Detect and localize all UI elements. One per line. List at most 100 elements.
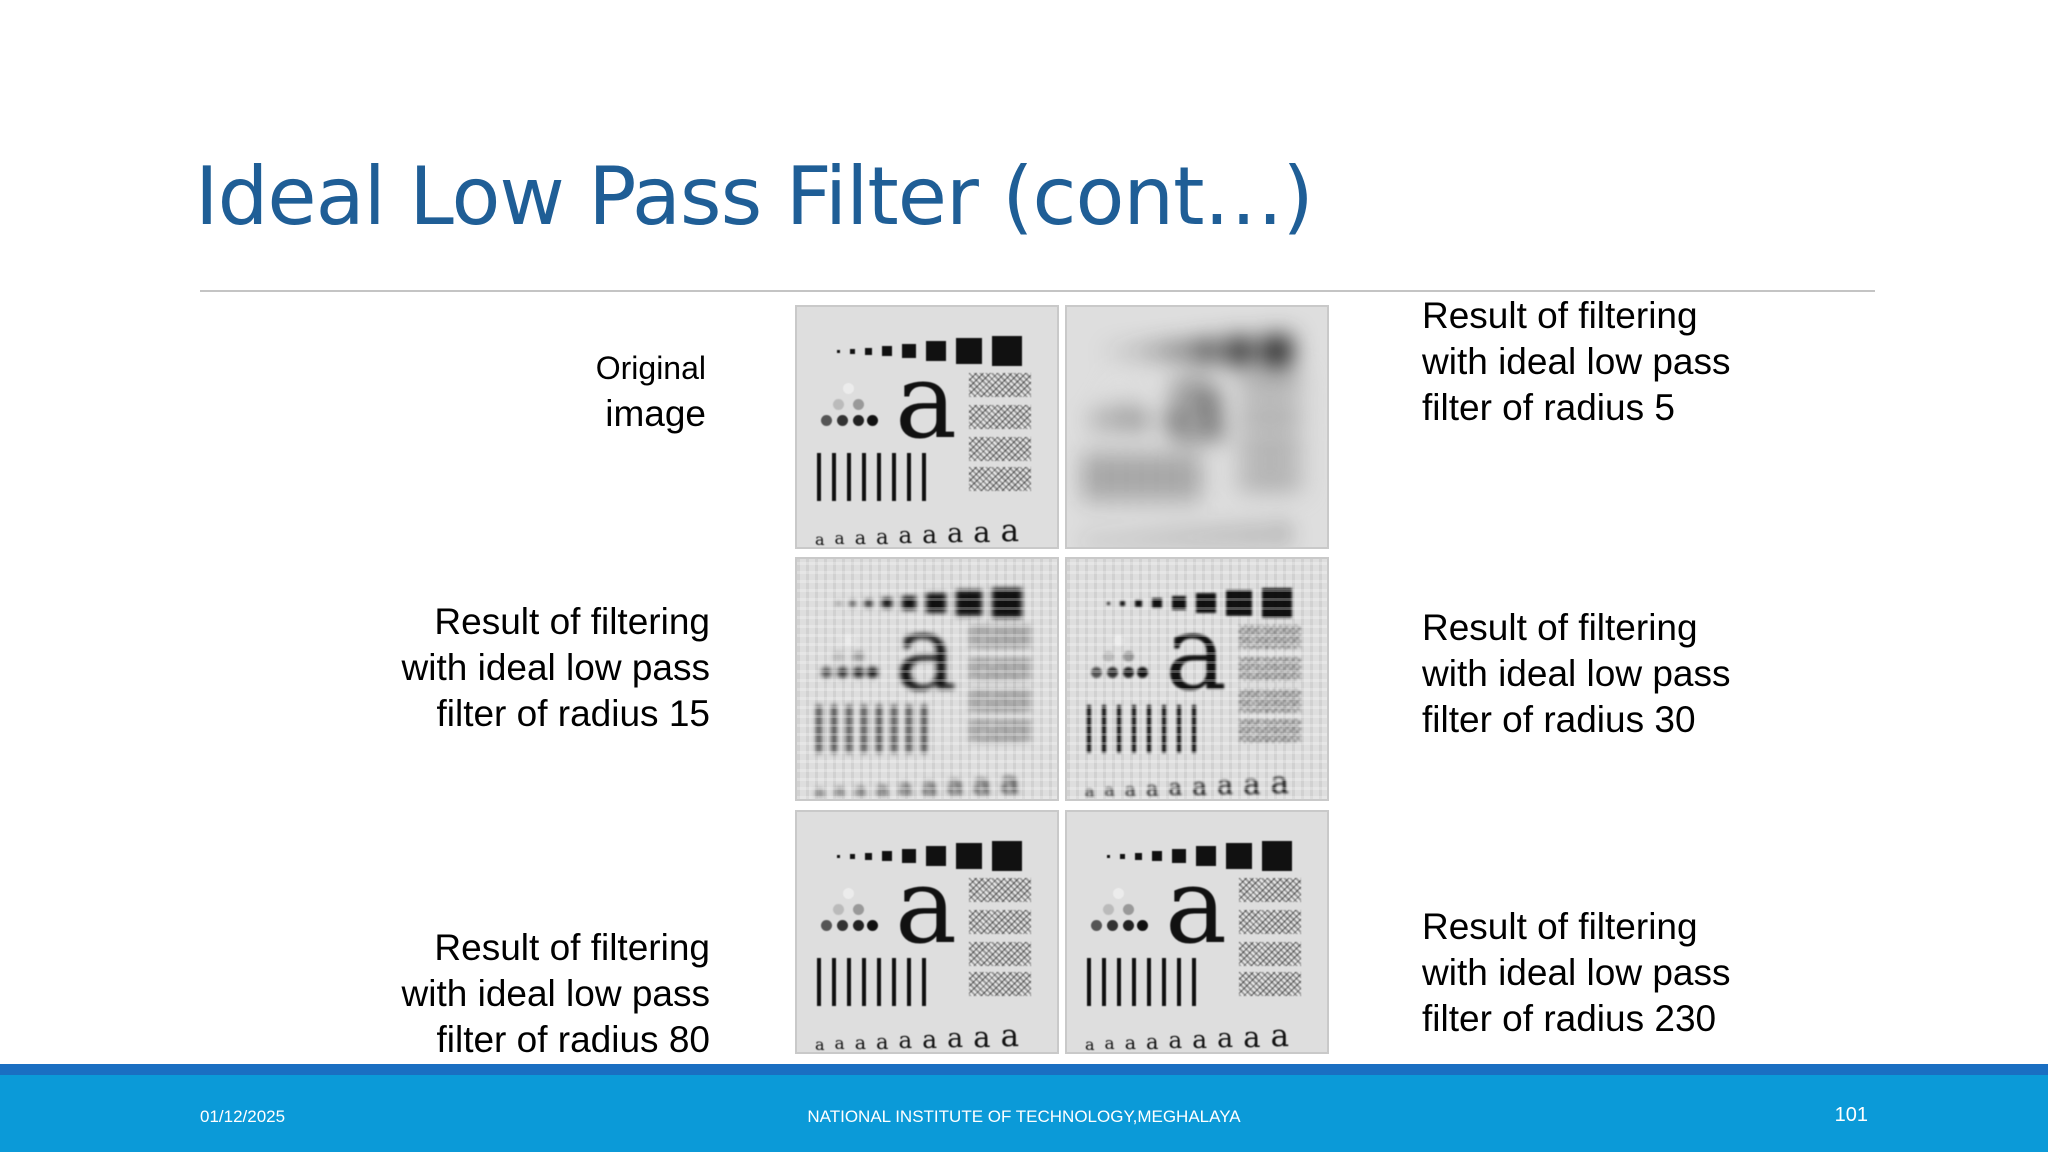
test-small-letter: a xyxy=(1168,775,1187,801)
test-small-letter: a xyxy=(922,1025,942,1054)
test-square xyxy=(1226,338,1252,364)
test-square xyxy=(992,588,1022,618)
test-noise-block xyxy=(1239,657,1301,681)
test-noise-block xyxy=(1239,972,1301,996)
test-square xyxy=(1226,843,1252,869)
test-square xyxy=(1196,593,1216,613)
test-dot xyxy=(853,667,864,678)
test-small-letter: a xyxy=(898,1028,917,1054)
test-small-letter: a xyxy=(922,520,942,549)
slide-title: Ideal Low Pass Filter (cont…) xyxy=(195,150,1314,243)
test-square xyxy=(865,347,872,355)
test-small-letter: a xyxy=(876,777,893,801)
test-noise-block xyxy=(1239,878,1301,902)
test-dot xyxy=(821,415,832,426)
test-small-letter: a xyxy=(1104,781,1119,801)
test-small-letter: a xyxy=(922,772,942,801)
test-square xyxy=(956,843,982,869)
test-dot xyxy=(1137,667,1148,678)
test-small-letter: a xyxy=(973,767,995,801)
test-small-letter: a xyxy=(1243,1020,1265,1054)
test-square xyxy=(956,590,982,616)
test-square xyxy=(1135,852,1142,860)
test-dot xyxy=(837,667,848,678)
test-dot xyxy=(1091,667,1102,678)
test-noise-block xyxy=(969,405,1031,429)
test-bars xyxy=(817,453,933,501)
test-small-letter: a xyxy=(1085,782,1099,801)
test-square xyxy=(1196,341,1216,361)
test-dot xyxy=(821,920,832,931)
test-small-letter: a xyxy=(947,518,968,549)
test-dot xyxy=(1103,904,1114,915)
test-small-letter: a xyxy=(1000,1018,1024,1054)
test-square xyxy=(926,341,946,361)
test-small-letter: a xyxy=(876,1030,893,1054)
test-noise-block xyxy=(969,373,1031,397)
test-small-letter: a xyxy=(1000,513,1024,549)
test-small-letter: a xyxy=(1124,779,1141,801)
test-small-letter: a xyxy=(947,770,968,801)
test-dot xyxy=(1123,667,1134,678)
test-dot xyxy=(1103,651,1114,662)
test-dot xyxy=(853,920,864,931)
test-small-letter: a xyxy=(973,1020,995,1054)
test-dot xyxy=(867,667,878,678)
test-square xyxy=(850,348,855,354)
test-noise-block xyxy=(1239,437,1301,461)
test-square xyxy=(850,853,855,859)
test-small-letter: a xyxy=(1168,1028,1187,1054)
test-big-letter: a xyxy=(1165,845,1228,967)
test-small-letter: a xyxy=(1146,1030,1163,1054)
test-big-letter: a xyxy=(895,845,958,967)
test-small-letter: a xyxy=(1146,525,1163,549)
test-small-letter: a xyxy=(1124,527,1141,549)
test-dot xyxy=(853,651,864,662)
test-big-letter: a xyxy=(1165,340,1228,462)
test-small-letter: a xyxy=(898,523,917,549)
test-noise-block xyxy=(1239,910,1301,934)
test-small-letter: a xyxy=(1104,529,1119,549)
test-dot xyxy=(1123,399,1134,410)
test-small-letter: a xyxy=(1192,520,1212,549)
test-square xyxy=(992,841,1022,871)
test-noise-block xyxy=(969,689,1031,713)
test-dot xyxy=(1091,415,1102,426)
test-noise-block xyxy=(1239,942,1301,966)
test-small-letter: a xyxy=(898,775,917,801)
test-square xyxy=(1262,336,1292,366)
test-dot xyxy=(853,904,864,915)
test-dot xyxy=(833,651,844,662)
test-square xyxy=(1120,853,1125,859)
label-radius-5: Result of filtering with ideal low pass … xyxy=(1422,295,1731,428)
test-small-letter: a xyxy=(1104,1034,1119,1054)
test-square xyxy=(837,349,840,353)
test-dot xyxy=(853,415,864,426)
test-square xyxy=(902,849,916,863)
label-radius-230: Result of filtering with ideal low pass … xyxy=(1422,906,1731,1039)
test-square xyxy=(1120,348,1125,354)
test-small-letter: a xyxy=(815,530,829,549)
test-small-letter: a xyxy=(1085,530,1099,549)
test-square xyxy=(1120,600,1125,606)
title-divider xyxy=(200,290,1875,292)
test-dot xyxy=(1107,667,1118,678)
test-dot xyxy=(843,383,854,394)
test-dot xyxy=(1107,415,1118,426)
test-square xyxy=(1226,590,1252,616)
test-square xyxy=(902,596,916,610)
test-square xyxy=(837,601,840,605)
test-small-letter: a xyxy=(1085,1035,1099,1054)
test-square xyxy=(1172,344,1186,358)
test-noise-block xyxy=(1239,689,1301,713)
test-bars xyxy=(1087,705,1203,753)
footer-bar xyxy=(0,1064,2048,1152)
